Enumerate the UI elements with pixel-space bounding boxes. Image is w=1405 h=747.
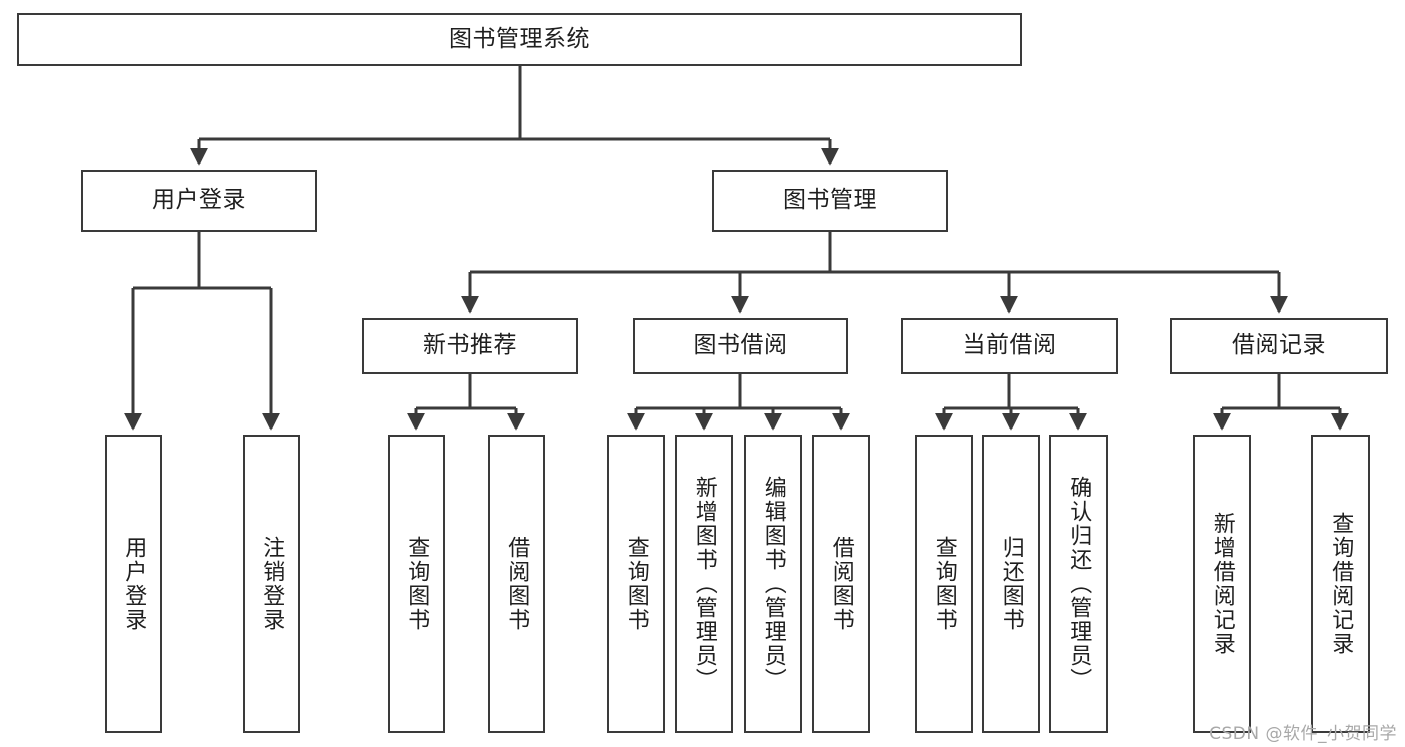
node-borrow-record[interactable]: 借阅记录 bbox=[1170, 318, 1388, 374]
node-label: 用户登录 bbox=[152, 187, 246, 214]
node-label: 确认归还（管理员） bbox=[1066, 476, 1092, 692]
node-label: 用户登录 bbox=[121, 536, 147, 632]
node-leaf-add-book[interactable]: 新增图书（管理员） bbox=[675, 435, 733, 733]
node-label: 查询图书 bbox=[931, 536, 957, 632]
node-leaf-borrow-book-1[interactable]: 借阅图书 bbox=[488, 435, 545, 733]
node-leaf-query-record[interactable]: 查询借阅记录 bbox=[1311, 435, 1370, 733]
node-leaf-borrow-book-2[interactable]: 借阅图书 bbox=[812, 435, 870, 733]
node-leaf-return-book[interactable]: 归还图书 bbox=[982, 435, 1040, 733]
node-label: 新增图书（管理员） bbox=[691, 476, 717, 692]
node-leaf-logout-login[interactable]: 注销登录 bbox=[243, 435, 300, 733]
node-root-book-management-system[interactable]: 图书管理系统 bbox=[17, 13, 1022, 66]
node-label: 新书推荐 bbox=[423, 332, 517, 359]
node-new-book-recommend[interactable]: 新书推荐 bbox=[362, 318, 578, 374]
node-leaf-add-record[interactable]: 新增借阅记录 bbox=[1193, 435, 1251, 733]
node-leaf-query-book-2[interactable]: 查询图书 bbox=[607, 435, 665, 733]
node-leaf-user-login[interactable]: 用户登录 bbox=[105, 435, 162, 733]
node-label: 图书借阅 bbox=[693, 332, 788, 359]
node-label: 新增借阅记录 bbox=[1209, 512, 1235, 656]
node-label: 查询借阅记录 bbox=[1328, 512, 1354, 656]
node-label: 借阅图书 bbox=[828, 536, 854, 632]
csdn-watermark: CSDN @软件_小贺同学 bbox=[1209, 724, 1397, 744]
node-label: 图书管理系统 bbox=[449, 25, 590, 52]
node-book-management[interactable]: 图书管理 bbox=[712, 170, 948, 232]
node-book-borrow[interactable]: 图书借阅 bbox=[633, 318, 848, 374]
node-label: 归还图书 bbox=[998, 536, 1024, 632]
node-leaf-query-book-1[interactable]: 查询图书 bbox=[388, 435, 445, 733]
node-label: 查询图书 bbox=[623, 536, 649, 632]
node-current-borrow[interactable]: 当前借阅 bbox=[901, 318, 1118, 374]
node-label: 注销登录 bbox=[259, 536, 285, 632]
node-user-login[interactable]: 用户登录 bbox=[81, 170, 317, 232]
node-label: 图书管理 bbox=[783, 187, 877, 214]
node-label: 借阅图书 bbox=[504, 536, 530, 632]
node-label: 借阅记录 bbox=[1232, 332, 1326, 359]
node-label: 当前借阅 bbox=[962, 332, 1057, 359]
node-label: 编辑图书（管理员） bbox=[760, 476, 786, 692]
node-leaf-query-book-3[interactable]: 查询图书 bbox=[915, 435, 973, 733]
node-leaf-confirm-return[interactable]: 确认归还（管理员） bbox=[1049, 435, 1108, 733]
node-leaf-edit-book[interactable]: 编辑图书（管理员） bbox=[744, 435, 802, 733]
node-label: 查询图书 bbox=[404, 536, 430, 632]
